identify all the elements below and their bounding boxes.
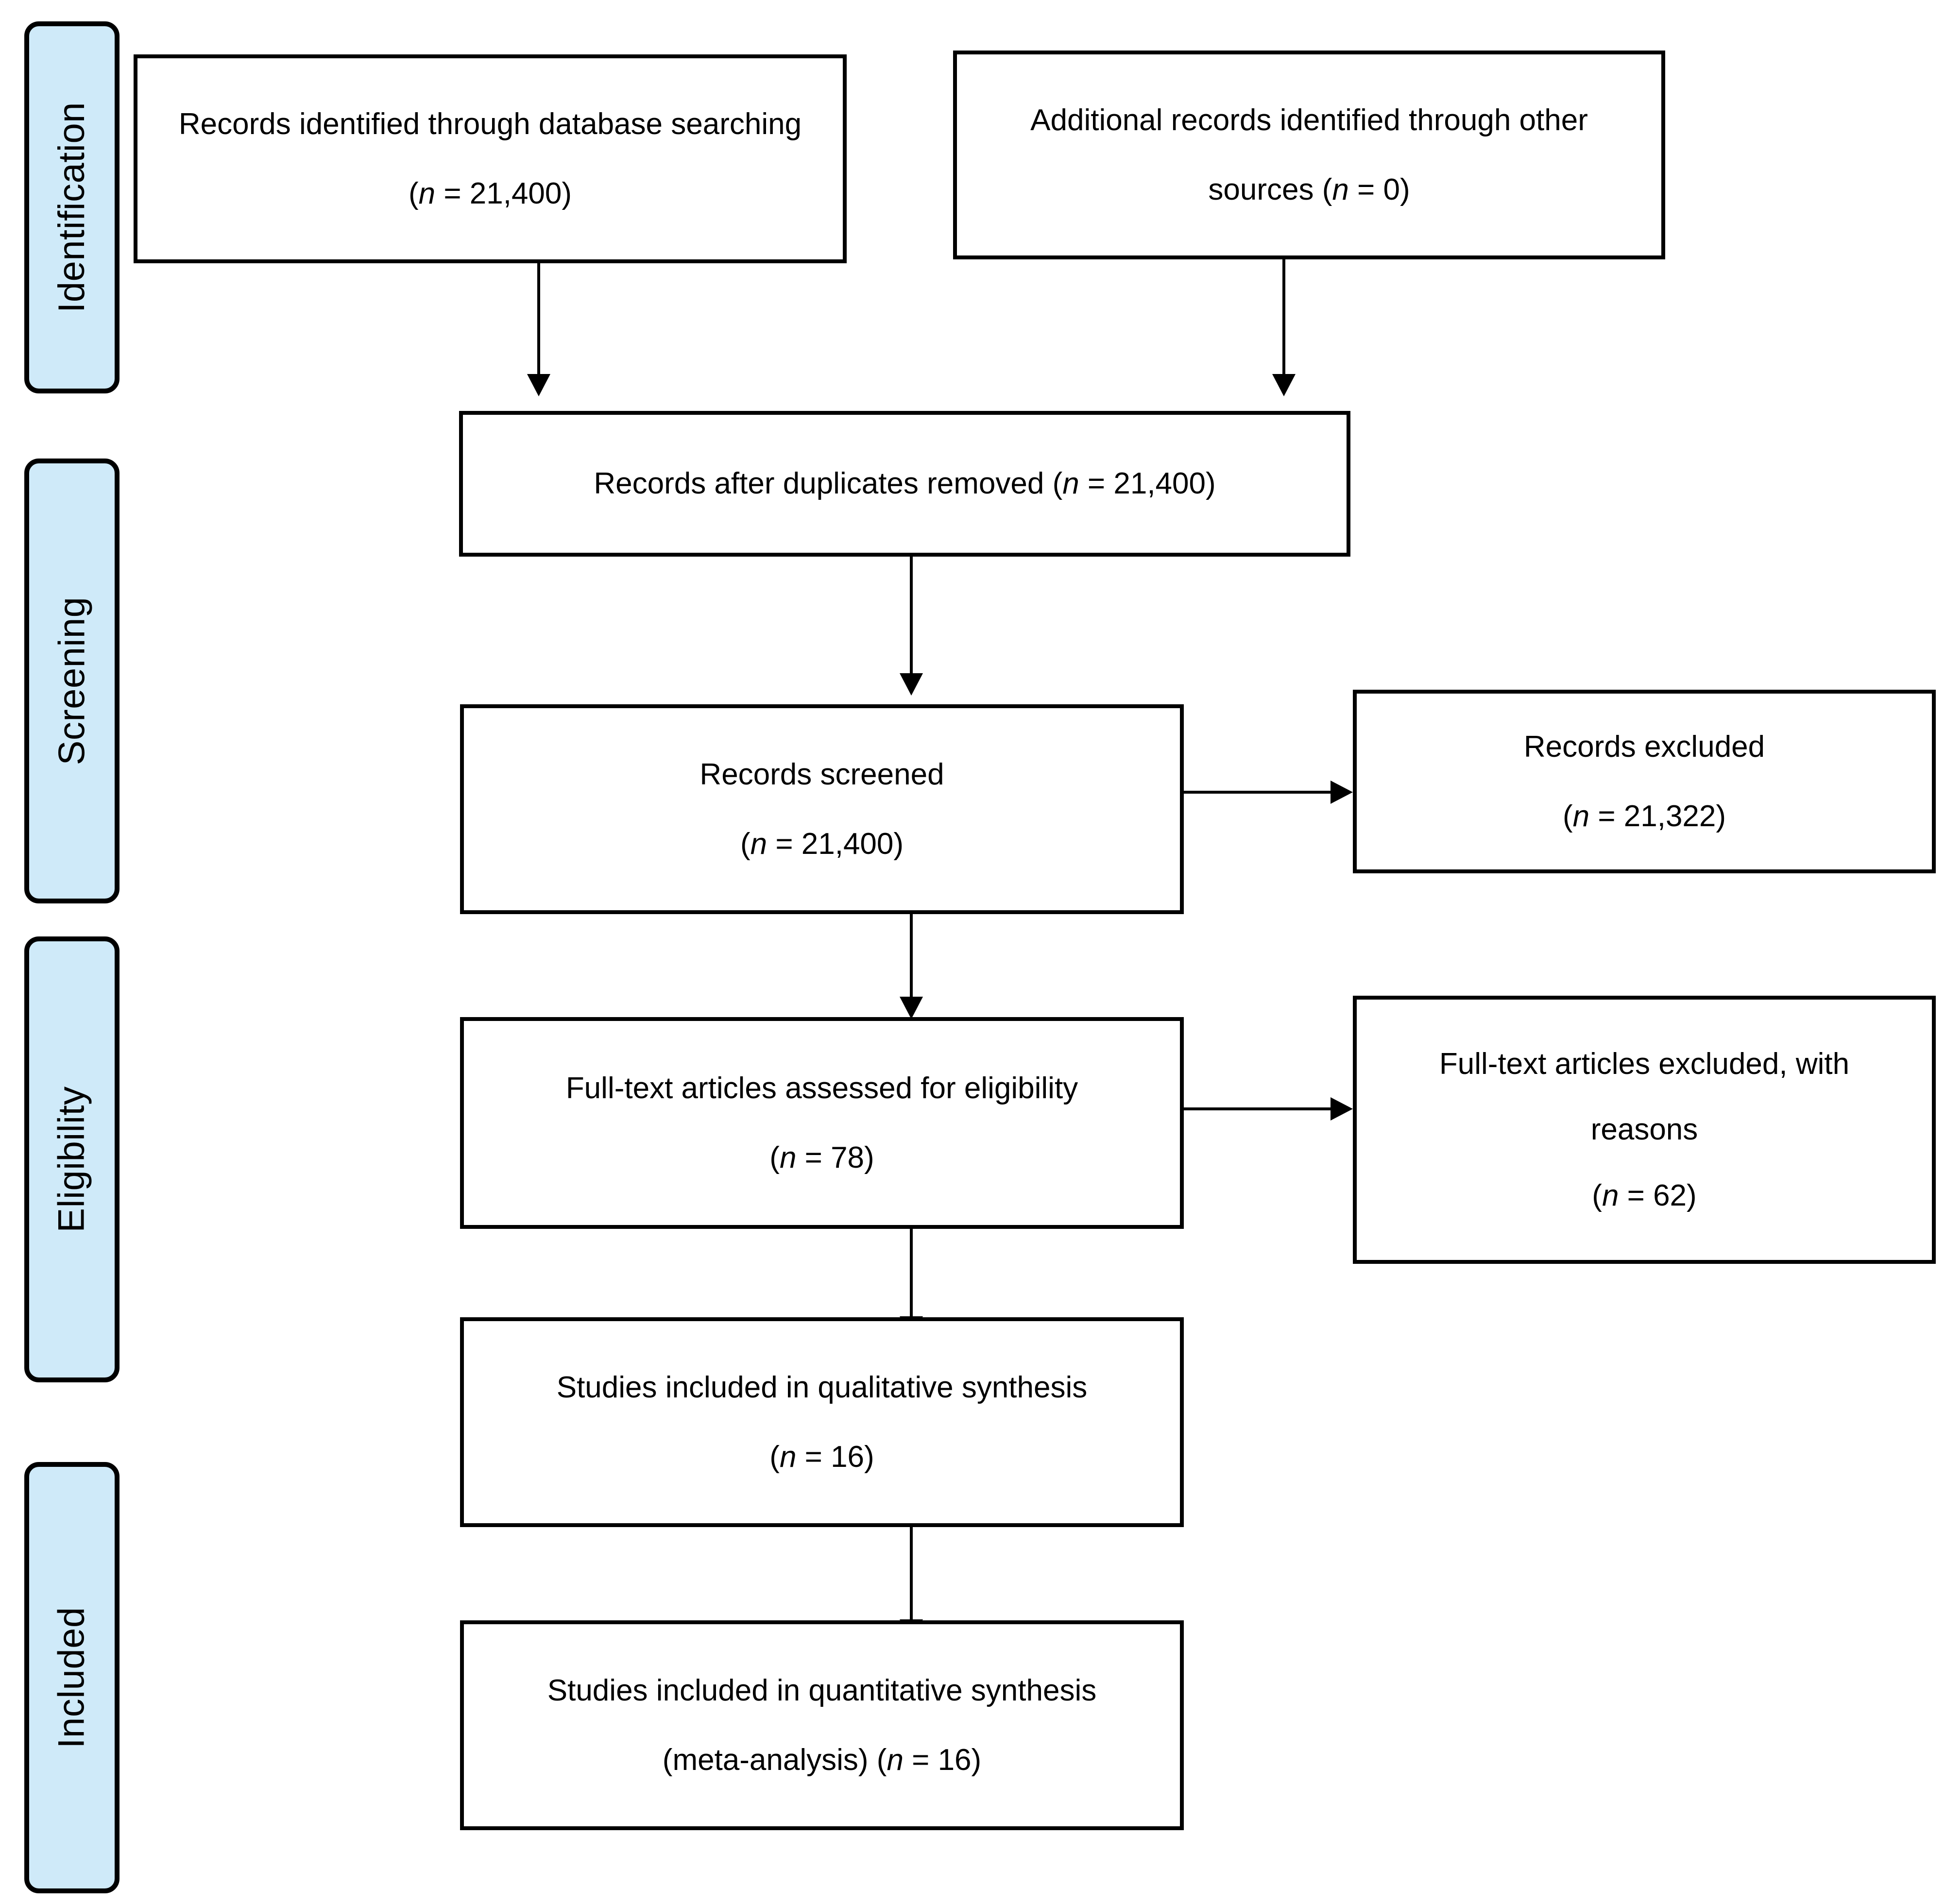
box-fulltext-excluded-title: Full-text articles excluded, with <box>1439 1047 1850 1081</box>
box-fulltext-excluded-subtitle: reasons <box>1590 1113 1698 1147</box>
box-additional-records-title: Additional records identified through ot… <box>1030 103 1588 137</box>
connector-dedup-to-screened <box>910 557 913 678</box>
connector-additional-to-dedup <box>1282 259 1285 379</box>
box-fulltext-excluded-count: (n = 62) <box>1592 1178 1697 1212</box>
box-fulltext-assessed: Full-text articles assessed for eligibil… <box>460 1017 1184 1229</box>
arrowhead-dedup-to-screened <box>900 673 923 696</box>
box-additional-records-count: sources (n = 0) <box>1208 173 1410 206</box>
box-qualitative-synthesis-count: (n = 16) <box>769 1440 874 1474</box>
box-qualitative-synthesis: Studies included in qualitative synthesi… <box>460 1317 1184 1527</box>
arrowhead-identified-to-dedup <box>527 374 550 396</box>
box-records-excluded: Records excluded (n = 21,322) <box>1353 690 1936 873</box>
box-additional-records: Additional records identified through ot… <box>953 51 1665 259</box>
box-records-excluded-title: Records excluded <box>1523 730 1765 764</box>
box-fulltext-assessed-count: (n = 78) <box>769 1141 874 1174</box>
stage-label-screening: Screening <box>24 459 119 903</box>
box-records-screened: Records screened (n = 21,400) <box>460 704 1184 914</box>
box-records-screened-count: (n = 21,400) <box>740 827 904 861</box>
connector-screened-to-fulltext <box>910 914 913 1002</box>
arrowhead-fulltext-to-excluded <box>1331 1097 1353 1121</box>
box-fulltext-assessed-title: Full-text articles assessed for eligibil… <box>565 1071 1078 1105</box>
stage-label-included: Included <box>24 1462 119 1893</box>
box-records-identified-count: (n = 21,400) <box>408 177 572 210</box>
stage-label-included-text: Included <box>51 1607 92 1749</box>
connector-fulltext-to-qualitative <box>910 1229 913 1321</box>
box-quantitative-synthesis: Studies included in quantitative synthes… <box>460 1620 1184 1830</box>
box-records-identified-title: Records identified through database sear… <box>178 107 802 141</box>
arrowhead-screened-to-fulltext <box>900 997 923 1019</box>
connector-qualitative-to-quantitative <box>910 1527 913 1624</box>
arrowhead-screened-to-excluded <box>1331 781 1353 804</box>
box-quantitative-synthesis-title: Studies included in quantitative synthes… <box>547 1673 1097 1707</box>
box-fulltext-excluded: Full-text articles excluded, with reason… <box>1353 996 1936 1264</box>
connector-fulltext-to-excluded <box>1184 1107 1331 1110</box>
box-records-excluded-count: (n = 21,322) <box>1562 799 1726 833</box>
stage-label-screening-text: Screening <box>51 596 93 765</box>
stage-label-identification-text: Identification <box>51 102 93 313</box>
box-qualitative-synthesis-title: Studies included in qualitative synthesi… <box>556 1370 1088 1404</box>
stage-label-eligibility-text: Eligibility <box>51 1086 92 1233</box>
box-quantitative-synthesis-count: (meta-analysis) (n = 16) <box>662 1743 982 1777</box>
box-records-screened-title: Records screened <box>700 757 944 791</box>
arrowhead-additional-to-dedup <box>1272 374 1296 396</box>
connector-identified-to-dedup <box>537 263 540 379</box>
stage-label-eligibility: Eligibility <box>24 936 119 1382</box>
box-records-identified: Records identified through database sear… <box>134 54 847 263</box>
connector-screened-to-excluded <box>1184 791 1331 794</box>
box-after-duplicates: Records after duplicates removed (n = 21… <box>459 411 1350 557</box>
box-after-duplicates-title: Records after duplicates removed (n = 21… <box>594 467 1216 501</box>
stage-label-identification: Identification <box>24 21 119 393</box>
